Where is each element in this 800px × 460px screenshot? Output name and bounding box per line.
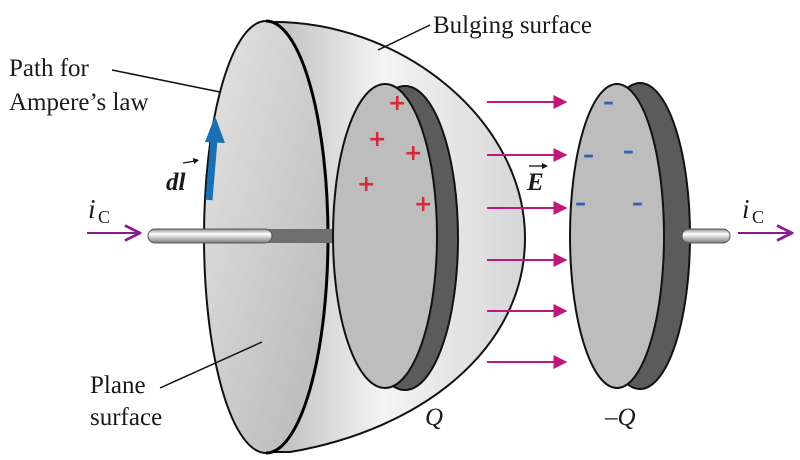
minus-charge: – (583, 143, 594, 168)
minus-charge: – (632, 191, 643, 216)
minus-charge: – (623, 139, 634, 164)
current-right-label: i (742, 194, 750, 224)
dl-arrow-head (205, 116, 225, 143)
current-left-label: i (88, 194, 96, 224)
plus-charge: + (414, 192, 432, 217)
negative-plate (569, 83, 665, 389)
charge-positive-label: Q (425, 404, 443, 431)
dl-vector-arrowhead (193, 158, 199, 164)
current-right-subscript: C (752, 207, 764, 227)
wire-right (681, 228, 731, 244)
minus-charge: – (575, 191, 586, 216)
plus-charge: + (388, 91, 406, 116)
plus-charge: + (368, 127, 386, 152)
dl-vector-arrow (182, 160, 196, 164)
plus-charge: + (404, 141, 422, 166)
current-left-subscript: C (98, 207, 110, 227)
minus-charge: – (603, 90, 614, 115)
efield-label: E (526, 169, 544, 196)
plane-label: Plane (90, 372, 146, 399)
leader-bulging (377, 24, 431, 51)
surface-label: surface (90, 404, 162, 431)
charge-negative-label: –Q (604, 404, 636, 431)
path-for-label: Path for (9, 55, 90, 82)
bulging-surface-label: Bulging surface (433, 12, 592, 39)
dl-arrow-shaft (205, 139, 218, 201)
leader-plane (159, 341, 263, 389)
positive-plate (332, 83, 438, 389)
plus-charge: + (357, 172, 375, 197)
efield-vector-arrowhead (542, 163, 548, 169)
amperes-law-label: Ampere’s law (9, 89, 149, 116)
wire-left (147, 228, 273, 244)
leader-path (111, 69, 221, 93)
dl-label: dl (166, 169, 186, 196)
